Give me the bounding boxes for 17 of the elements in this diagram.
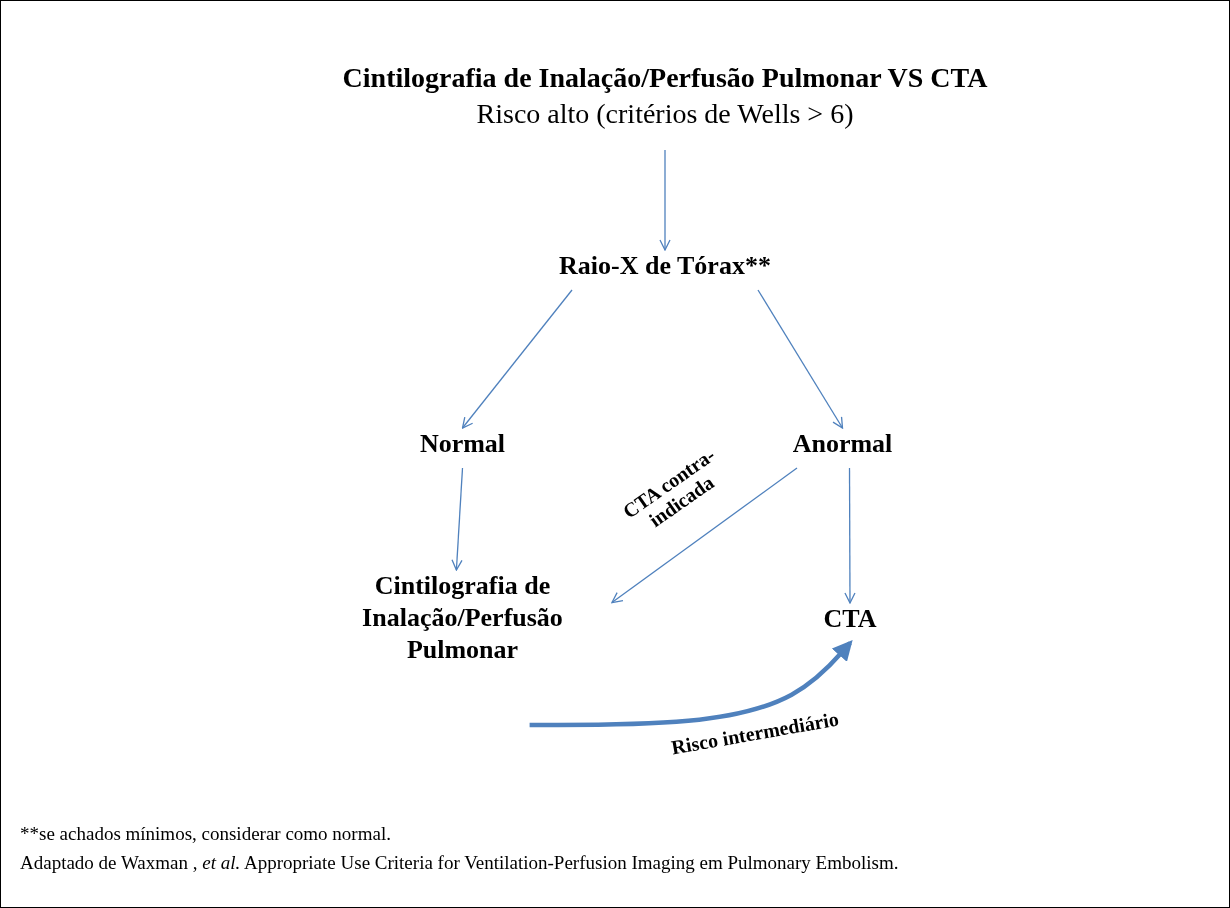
edge-label: Risco intermediário bbox=[668, 706, 842, 761]
arrow bbox=[659, 149, 671, 251]
node-label: Cintilografia de Inalação/Perfusão Pulmonar bbox=[361, 570, 564, 666]
footnote: **se achados mínimos, considerar como normal. bbox=[20, 822, 391, 846]
footnote: Adaptado de Waxman , et al. Appropriate Use Criteria for Ventilation-Perfusion Imaging em Pulmonary Embolism. bbox=[20, 851, 899, 875]
arrow bbox=[529, 639, 853, 728]
arrow bbox=[844, 467, 856, 604]
node-label: Raio-X de Tórax** bbox=[559, 250, 771, 282]
arrow bbox=[757, 289, 844, 429]
subtitle: Risco alto (critérios de Wells > 6) bbox=[476, 97, 854, 131]
arrow bbox=[611, 467, 798, 604]
node-label: CTA bbox=[823, 603, 877, 635]
arrow bbox=[451, 467, 464, 571]
node-label: Normal bbox=[419, 428, 506, 460]
arrow bbox=[461, 289, 573, 429]
title: Cintilografia de Inalação/Perfusão Pulmonar VS CTA bbox=[342, 61, 988, 95]
node-label: Anormal bbox=[792, 428, 893, 460]
